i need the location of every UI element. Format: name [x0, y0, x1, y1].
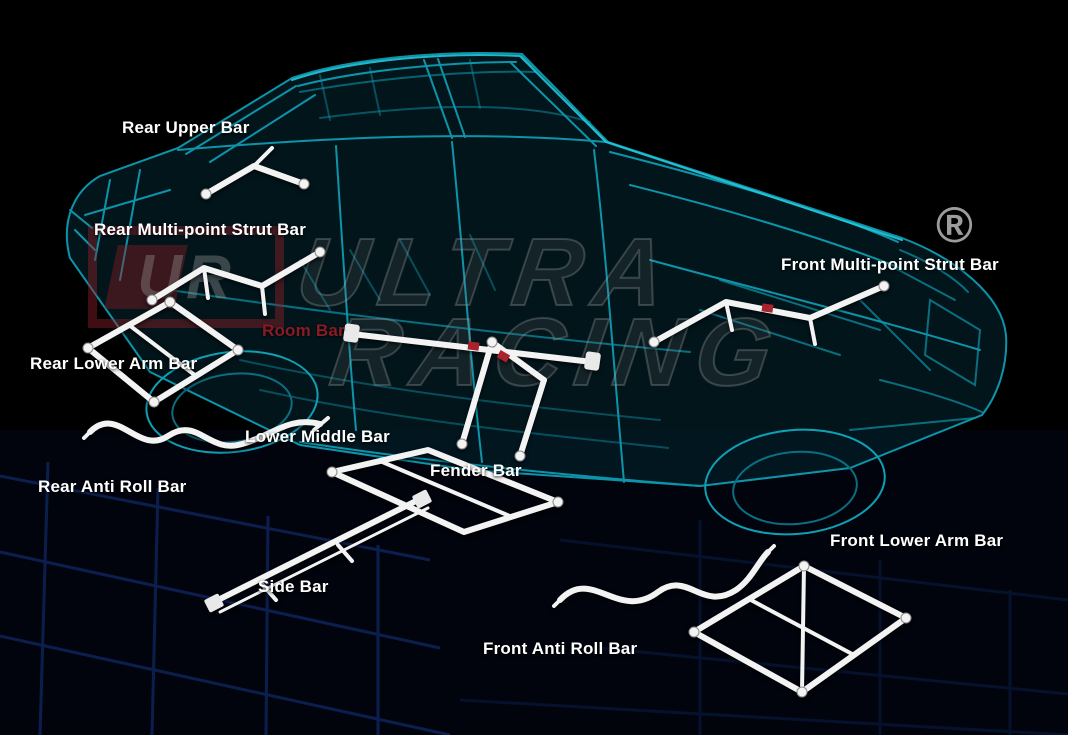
- label-rear-lower-arm-bar: Rear Lower Arm Bar: [30, 354, 198, 373]
- label-side-bar: Side Bar: [258, 577, 329, 596]
- label-fender-bar: Fender Bar: [430, 461, 522, 480]
- label-front-anti-roll-bar: Front Anti Roll Bar: [483, 639, 638, 658]
- ur-sticker: [496, 350, 511, 363]
- label-lower-middle-bar: Lower Middle Bar: [245, 427, 390, 446]
- front-multi-point-strut-bar-graphic: [648, 280, 890, 348]
- ur-sticker: [467, 341, 480, 351]
- fender-bar-graphic: [456, 336, 547, 462]
- front-lower-arm-bar-graphic: [688, 560, 912, 698]
- registered-trademark-symbol: ®: [936, 197, 973, 253]
- rear-lower-arm-bar-graphic: [82, 296, 244, 408]
- rear-multi-point-strut-bar-graphic: [146, 246, 326, 316]
- label-rear-upper-bar: Rear Upper Bar: [122, 118, 250, 137]
- label-rear-multi-point-strut-bar: Rear Multi-point Strut Bar: [94, 220, 307, 239]
- room-bar-graphic: [343, 323, 601, 371]
- floor-shadow: [0, 430, 1068, 735]
- label-front-lower-arm-bar: Front Lower Arm Bar: [830, 531, 1004, 550]
- rear-anti-roll-bar-graphic: [82, 416, 330, 449]
- car-body-wireframe: [65, 52, 1008, 536]
- rear-upper-bar-graphic: [200, 146, 310, 200]
- front-anti-roll-bar-graphic: [552, 544, 776, 608]
- label-front-multi-point-strut-bar: Front Multi-point Strut Bar: [781, 255, 999, 274]
- label-rear-anti-roll-bar: Rear Anti Roll Bar: [38, 477, 187, 496]
- label-room-bar: Room Bar: [262, 321, 345, 340]
- side-bar-graphic: [204, 489, 432, 614]
- ur-sticker: [761, 303, 774, 313]
